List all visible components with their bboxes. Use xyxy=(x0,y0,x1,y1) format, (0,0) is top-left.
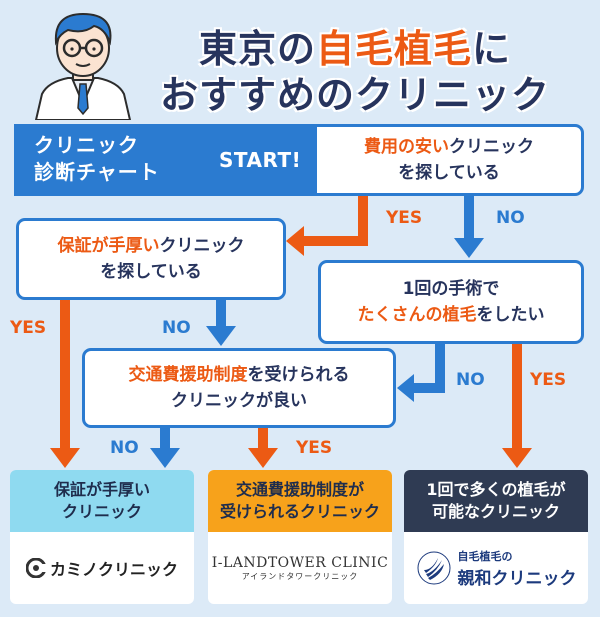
kamino-clinic-logo: カミノクリニック xyxy=(10,532,194,604)
title-highlight: 自毛植毛 xyxy=(315,27,472,71)
label-transport-no: NO xyxy=(110,438,139,458)
label-warranty-yes: YES xyxy=(10,318,47,338)
label-cost-yes: YES xyxy=(386,208,423,228)
result-card-shinwa[interactable]: 1回で多くの植毛が 可能なクリニック 自毛植毛の 親和クリニック xyxy=(404,470,588,604)
shinwa-logo-small: 自毛植毛の xyxy=(457,549,513,563)
question-cost-highlight: 費用の安い xyxy=(364,137,449,157)
result-card-ilandtower-line2: 受けられるクリニック xyxy=(219,502,380,521)
result-card-ilandtower[interactable]: 交通費援助制度が 受けられるクリニック I-LANDTOWER CLINIC ア… xyxy=(208,470,392,604)
arrow-cost-no xyxy=(454,196,484,258)
arrow-cost-yes xyxy=(286,196,368,256)
arrow-warranty-yes xyxy=(50,300,80,468)
arrow-surgery-yes xyxy=(502,344,532,468)
kamino-logo-icon xyxy=(25,558,46,578)
arrow-transport-no xyxy=(150,428,180,468)
question-cost: 費用の安いクリニック を探している xyxy=(314,124,584,196)
ilandtower-logo-text: I-LANDTOWER CLINIC xyxy=(211,554,389,571)
question-surgery-line1: 1回の手術で xyxy=(402,279,500,299)
question-warranty-highlight: 保証が手厚い xyxy=(57,236,160,256)
shinwa-clinic-logo: 自毛植毛の 親和クリニック xyxy=(404,532,588,604)
question-transport-line2: クリニックが良い xyxy=(171,391,307,411)
result-card-kamino-line2: クリニック xyxy=(61,502,142,521)
arrow-transport-yes xyxy=(248,428,278,468)
main-title-line1: 東京の自毛植毛に xyxy=(120,18,590,73)
label-warranty-no: NO xyxy=(162,318,191,338)
question-cost-line2: を探している xyxy=(398,163,500,183)
shinwa-logo-emblem xyxy=(417,551,450,585)
question-warranty-line2: を探している xyxy=(100,262,202,282)
chart-title: クリニック 診断チャート xyxy=(34,132,160,186)
title-part1: 東京の xyxy=(198,27,316,71)
result-card-shinwa-header: 1回で多くの植毛が 可能なクリニック xyxy=(404,470,588,532)
question-transport-text: を受けられる xyxy=(247,365,350,385)
question-warranty: 保証が手厚いクリニック を探している xyxy=(16,218,286,300)
label-surgery-yes: YES xyxy=(530,370,567,390)
label-surgery-no: NO xyxy=(456,370,485,390)
question-surgery-text: をしたい xyxy=(476,305,545,325)
title-part3: に xyxy=(472,27,512,71)
result-card-kamino-line1: 保証が手厚い xyxy=(53,480,150,499)
result-card-shinwa-line1: 1回で多くの植毛が xyxy=(426,480,566,499)
result-card-ilandtower-header: 交通費援助制度が 受けられるクリニック xyxy=(208,470,392,532)
chart-title-line2: 診断チャート xyxy=(34,160,160,184)
arrow-surgery-no xyxy=(397,344,445,402)
result-card-kamino-header: 保証が手厚い クリニック xyxy=(10,470,194,532)
chart-header-banner: クリニック 診断チャート START! xyxy=(14,124,314,196)
question-warranty-text: クリニック xyxy=(159,236,245,256)
kamino-logo-text: カミノクリニック xyxy=(49,560,178,579)
shinwa-logo-text: 親和クリニック xyxy=(457,568,577,589)
result-card-kamino[interactable]: 保証が手厚い クリニック カミノクリニック xyxy=(10,470,194,604)
question-transport: 交通費援助制度を受けられる クリニックが良い xyxy=(82,348,396,428)
result-card-ilandtower-line1: 交通費援助制度が xyxy=(235,480,364,499)
ilandtower-logo-subtext: アイランドタワークリニック xyxy=(241,571,359,581)
label-cost-no: NO xyxy=(496,208,525,228)
question-surgery-highlight: たくさんの植毛 xyxy=(357,305,477,325)
ilandtower-clinic-logo: I-LANDTOWER CLINIC アイランドタワークリニック xyxy=(208,532,392,604)
question-transport-highlight: 交通費援助制度 xyxy=(128,365,248,385)
main-title-line2: おすすめのクリニック xyxy=(159,73,550,117)
doctor-illustration xyxy=(34,12,132,120)
start-label: START! xyxy=(219,148,302,172)
arrow-warranty-no xyxy=(206,300,236,346)
result-card-shinwa-line2: 可能なクリニック xyxy=(431,502,560,521)
question-cost-text: クリニック xyxy=(449,137,534,157)
label-transport-yes: YES xyxy=(296,438,333,458)
chart-title-line1: クリニック xyxy=(34,133,139,157)
question-surgery: 1回の手術で たくさんの植毛をしたい xyxy=(318,260,584,344)
